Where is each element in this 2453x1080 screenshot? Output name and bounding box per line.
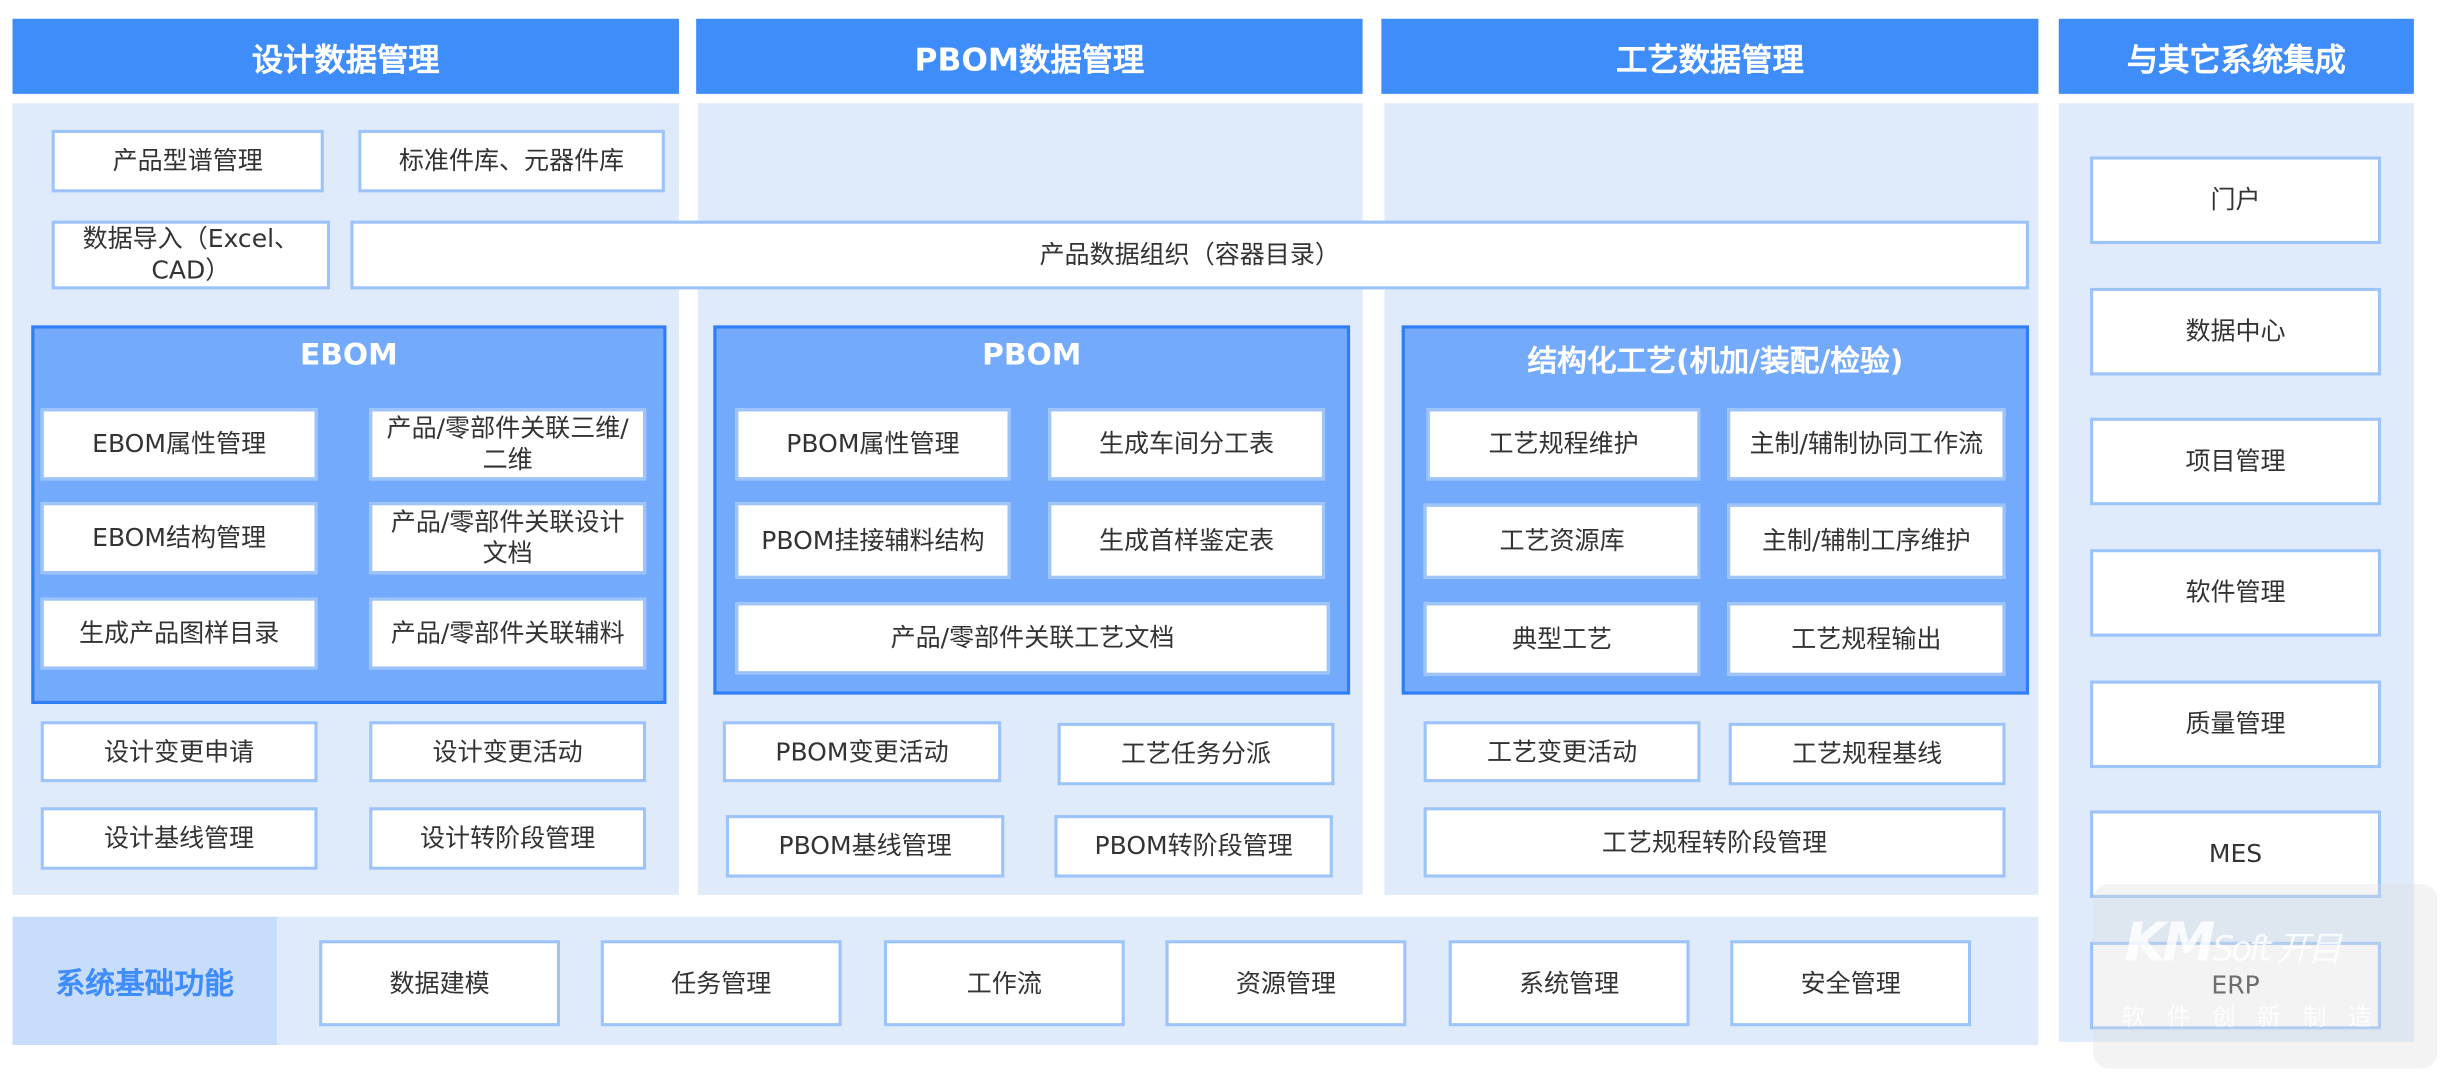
- box-base: 数据建模: [319, 940, 561, 1027]
- box-design-bottom: 设计变更申请: [40, 721, 318, 783]
- box-pbom-bottom: PBOM变更活动: [722, 721, 1002, 783]
- box-pbom-item: 生成首样鉴定表: [1048, 502, 1326, 579]
- group-title: PBOM: [982, 337, 1082, 373]
- box-design-bottom: 设计转阶段管理: [369, 807, 647, 870]
- box-product-spectrum: 产品型谱管理: [51, 129, 324, 193]
- box-process-bottom: 工艺规程转阶段管理: [1423, 807, 2006, 878]
- box-data-import: 数据导入（Excel、CAD）: [51, 220, 331, 290]
- header-process: 工艺数据管理: [1381, 18, 2039, 94]
- box-integration: 门户: [2090, 156, 2382, 245]
- box-standard-library: 标准件库、元器件库: [358, 129, 665, 193]
- box-pbom-item: PBOM属性管理: [735, 408, 1011, 481]
- box-ebom-item: 生成产品图样目录: [40, 597, 318, 670]
- box-base: 系统管理: [1448, 940, 1690, 1027]
- box-integration: 项目管理: [2090, 417, 2382, 506]
- box-integration: 质量管理: [2090, 680, 2382, 769]
- header-design: 设计数据管理: [12, 18, 679, 94]
- box-integration: MES: [2090, 810, 2382, 898]
- box-integration: 软件管理: [2090, 549, 2382, 637]
- box-base: 任务管理: [600, 940, 842, 1027]
- box-ebom-item: 产品/零部件关联设计文档: [369, 502, 647, 575]
- box-pbom-bottom: PBOM转阶段管理: [1054, 815, 1333, 878]
- box-integration: 数据中心: [2090, 287, 2382, 376]
- box-process-bottom: 工艺变更活动: [1423, 721, 1701, 783]
- box-process-item: 工艺规程维护: [1426, 408, 1701, 481]
- group-title: EBOM: [299, 337, 398, 373]
- box-process-item: 工艺资源库: [1423, 503, 1701, 579]
- header-pbom: PBOM数据管理: [696, 18, 1363, 94]
- box-pbom-bottom: 工艺任务分派: [1057, 722, 1335, 786]
- base-functions-label: 系统基础功能: [12, 916, 277, 1046]
- box-process-item: 工艺规程输出: [1727, 602, 2006, 676]
- box-design-bottom: 设计基线管理: [40, 807, 318, 870]
- group-title: 结构化工艺(机加/装配/检验): [1527, 344, 1904, 379]
- box-ebom-item: EBOM结构管理: [40, 502, 318, 575]
- box-process-item: 主制/辅制工序维护: [1727, 503, 2006, 579]
- box-pbom-item: 生成车间分工表: [1048, 408, 1326, 481]
- box-pbom-bottom: PBOM基线管理: [725, 815, 1005, 878]
- box-ebom-item: 产品/零部件关联辅料: [369, 597, 647, 670]
- box-integration: ERP: [2090, 941, 2382, 1030]
- box-product-data-org: 产品数据组织（容器目录）: [350, 220, 2030, 290]
- box-pbom-item: PBOM挂接辅料结构: [735, 502, 1011, 579]
- box-pbom-item: 产品/零部件关联工艺文档: [735, 602, 1330, 675]
- box-base: 工作流: [883, 940, 1125, 1027]
- header-integration: 与其它系统集成: [2058, 18, 2414, 94]
- box-base: 安全管理: [1730, 940, 1972, 1027]
- box-ebom-item: 产品/零部件关联三维/二维: [369, 408, 647, 481]
- kmsoft-watermark-logo: KMSoft 开目 软件创新制造: [2093, 883, 2438, 1069]
- box-process-item: 主制/辅制协同工作流: [1727, 408, 2006, 481]
- box-base: 资源管理: [1165, 940, 1407, 1027]
- box-process-item: 典型工艺: [1423, 602, 1701, 676]
- box-ebom-item: EBOM属性管理: [40, 408, 318, 481]
- box-process-bottom: 工艺规程基线: [1728, 722, 2006, 786]
- box-design-bottom: 设计变更活动: [369, 721, 647, 783]
